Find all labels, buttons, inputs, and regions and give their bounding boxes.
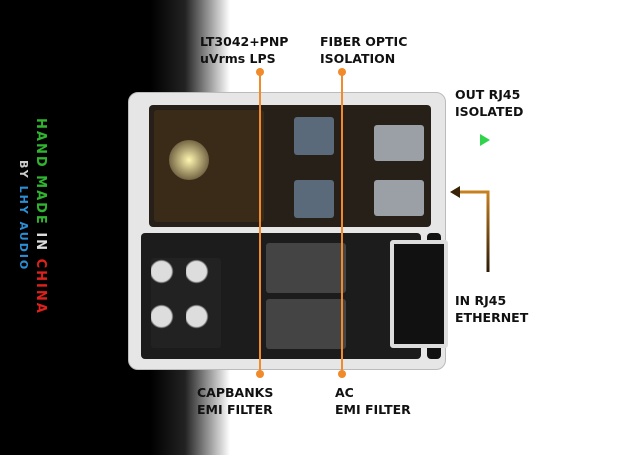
device-enclosure [128, 92, 446, 370]
in-arrow-icon [450, 186, 490, 272]
top-compartment [149, 105, 431, 227]
rj45-port-out [374, 125, 424, 161]
fiber-module-2 [294, 180, 334, 218]
callout-dot [338, 370, 346, 378]
glow [169, 140, 209, 180]
ac-inlet [390, 240, 448, 348]
callout-dot [256, 370, 264, 378]
transformer-2 [266, 299, 346, 349]
transformer-1 [266, 243, 346, 293]
bottom-left-compartment [141, 233, 421, 359]
out-arrow-icon [448, 134, 490, 146]
rj45-port-in [374, 180, 424, 216]
made-in-china-text: HAND MADE IN CHINA [33, 118, 48, 315]
fiber-module-1 [294, 117, 334, 155]
callout-dot [338, 68, 346, 76]
callout-line-fiber [341, 72, 343, 372]
by-lhy-audio-text: BY LHY AUDIO [17, 160, 30, 272]
callout-dot [256, 68, 264, 76]
callout-line-lps [259, 72, 261, 372]
capacitor-bank [151, 258, 221, 348]
